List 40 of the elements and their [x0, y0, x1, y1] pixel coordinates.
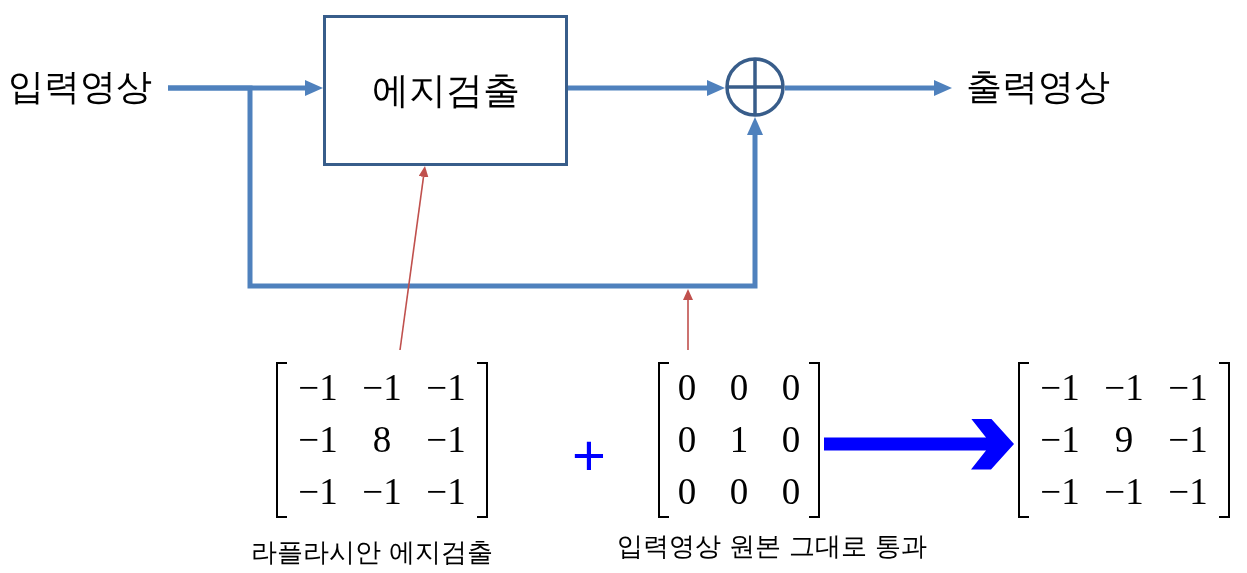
matrix-entry: −1	[298, 367, 338, 408]
arrow	[168, 85, 763, 289]
process-box	[323, 15, 568, 166]
matrix-entry: −1	[362, 367, 402, 408]
matrix-entry: −1	[1104, 471, 1144, 512]
arrow	[568, 80, 725, 96]
matrix-entry: −1	[1040, 419, 1080, 460]
matrix-entry: 0	[677, 471, 697, 512]
arrow	[785, 80, 952, 96]
matrix-entry: 8	[372, 419, 392, 460]
matrix-entry: 9	[1114, 419, 1134, 460]
input-label: 입력영상	[8, 69, 152, 105]
matrix-entry: −1	[298, 471, 338, 512]
matrix-entry: −1	[426, 471, 466, 512]
leader-line	[399, 166, 429, 351]
matrix-entry: 0	[677, 367, 697, 408]
matrix-entry: 0	[729, 471, 749, 512]
matrix-entry: 0	[781, 471, 801, 512]
matrix-entry: −1	[1168, 367, 1208, 408]
matrix-entry: −1	[1168, 419, 1208, 460]
leader-line	[683, 289, 693, 351]
plus-sign: +	[572, 426, 606, 484]
matrix-entry: −1	[1040, 367, 1080, 408]
box-label: 에지검출	[371, 72, 520, 109]
matrix-entry: −1	[426, 367, 466, 408]
matrix-entry: 0	[677, 419, 697, 460]
sum-circle	[725, 57, 785, 117]
matrix-entry: 0	[781, 419, 801, 460]
matrix-entry: −1	[362, 471, 402, 512]
matrix-entry: 1	[729, 419, 749, 460]
matrix-entry: 0	[729, 367, 749, 408]
matrix-entry: 0	[781, 367, 801, 408]
matrix-entry: −1	[1168, 471, 1208, 512]
matrix-entry: −1	[1104, 367, 1144, 408]
matrix-label: 라플라시안 에지검출	[251, 539, 494, 565]
matrix-entry: −1	[426, 419, 466, 460]
output-label: 출력영상	[966, 69, 1110, 105]
matrix-entry: −1	[298, 419, 338, 460]
matrix-entry: −1	[1040, 471, 1080, 512]
matrix-label: 입력영상 원본 그대로 통과	[616, 533, 928, 559]
